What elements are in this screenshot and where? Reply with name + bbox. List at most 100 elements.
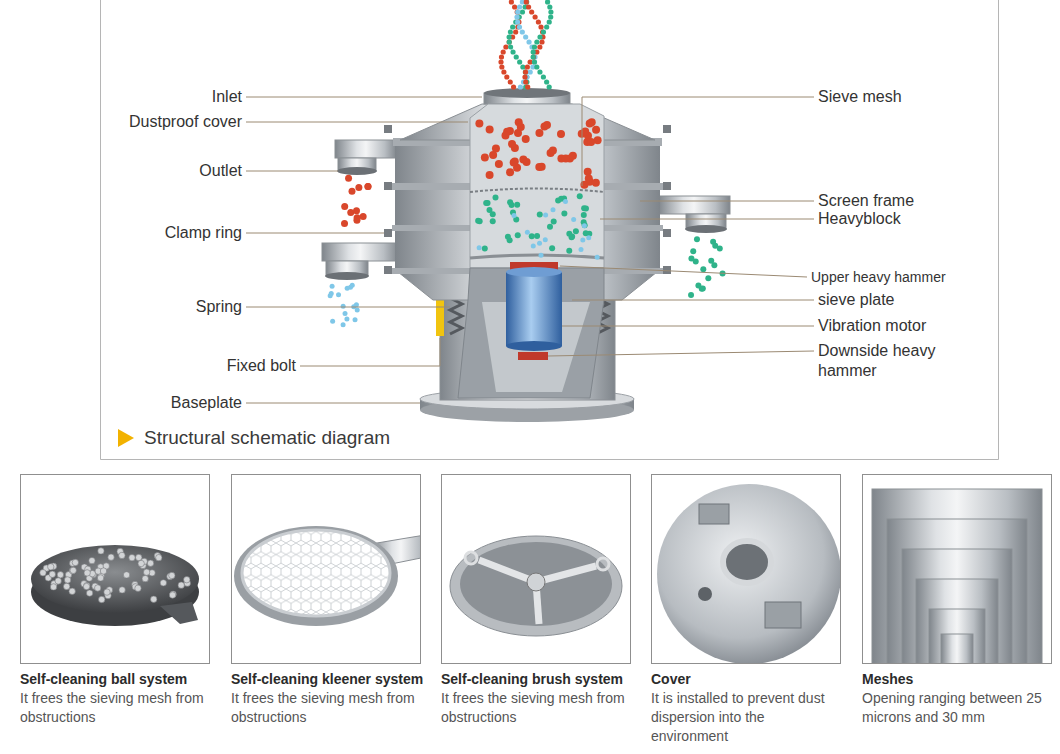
cleaning-ball [57, 572, 63, 578]
cleaning-ball [119, 552, 125, 558]
panel-heading: Meshes [862, 670, 1056, 689]
particle [532, 44, 537, 49]
particle [586, 119, 594, 127]
feature-panel: CoverIt is installed to prevent dust dis… [651, 474, 845, 746]
particle [511, 84, 516, 89]
particle [493, 194, 499, 200]
particle [355, 307, 360, 312]
cleaning-ball [178, 582, 184, 588]
particle [535, 163, 543, 171]
particle [354, 214, 361, 221]
particle [705, 275, 711, 281]
particle [544, 24, 549, 29]
cleaning-ball [69, 588, 75, 594]
part-label: Dustproof cover [129, 112, 242, 132]
cleaning-ball [50, 584, 56, 590]
particle [514, 14, 519, 19]
particle [545, 0, 550, 5]
particle [505, 234, 511, 240]
particle [349, 188, 356, 195]
particle [477, 218, 483, 224]
particle [510, 158, 518, 166]
leader-line [246, 307, 450, 308]
particle [535, 129, 543, 137]
photo-frame [441, 474, 631, 664]
particle [534, 233, 540, 239]
particle [561, 211, 567, 217]
cleaning-ball [119, 587, 125, 593]
cleaning-ball [143, 569, 149, 575]
particle [541, 74, 546, 79]
particle [503, 44, 508, 49]
particle [482, 245, 488, 251]
particle [511, 213, 516, 218]
particle [548, 14, 553, 19]
particle [475, 119, 483, 127]
particle [330, 284, 335, 289]
particle [717, 245, 723, 251]
cleaning-ball [156, 554, 162, 560]
panel-heading: Self-cleaning kleener system [231, 670, 425, 689]
cleaning-ball [123, 572, 129, 578]
feature-panel: Self-cleaning ball systemIt frees the si… [20, 474, 214, 727]
panel-description: It frees the sieving mesh from obstructi… [231, 689, 425, 727]
particle [592, 179, 600, 187]
photo-frame [651, 474, 841, 664]
cleaning-ball [72, 559, 78, 565]
part-label: Screen frame [818, 191, 914, 211]
particle [583, 206, 589, 212]
panel-description: It frees the sieving mesh from obstructi… [20, 689, 214, 727]
particle [710, 239, 716, 245]
particle [529, 233, 535, 239]
particle [499, 54, 504, 59]
particle [517, 123, 525, 131]
particle [693, 259, 699, 265]
particle [531, 54, 536, 59]
particle [486, 207, 492, 213]
particle [350, 283, 355, 288]
cleaning-ball [97, 575, 103, 581]
particle [501, 49, 506, 54]
particle [582, 223, 587, 228]
particle [355, 184, 362, 191]
diagram-caption: Structural schematic diagram [144, 426, 390, 450]
cleaning-ball [108, 554, 114, 560]
particle [573, 228, 579, 234]
particle [547, 224, 553, 230]
cleaning-ball [138, 560, 144, 566]
cleaning-ball [83, 583, 89, 589]
particle [341, 322, 346, 327]
particle [532, 59, 537, 64]
particle [523, 79, 528, 84]
panel-description: It frees the sieving mesh from obstructi… [441, 689, 635, 727]
particle [579, 247, 584, 252]
particle [531, 49, 536, 54]
particle [557, 130, 565, 138]
panel-description: Opening ranging between 25 microns and 3… [862, 689, 1056, 727]
particle [341, 304, 346, 309]
particle [543, 237, 548, 242]
particle [499, 64, 504, 69]
particle [481, 153, 489, 161]
part-label: Downside heavy hammer [818, 341, 958, 381]
particle [486, 125, 494, 133]
particle [522, 74, 527, 79]
part-label: Fixed bolt [227, 356, 296, 376]
particle [341, 220, 348, 227]
particle [547, 19, 552, 24]
particle [506, 168, 514, 176]
particle [364, 183, 371, 190]
leader-line [246, 171, 338, 172]
cleaning-ball [98, 548, 104, 554]
cleaning-ball [160, 580, 166, 586]
cleaning-ball [100, 568, 106, 574]
particle [531, 54, 536, 59]
particle [543, 121, 551, 129]
cleaning-ball [64, 577, 70, 583]
particle [514, 54, 519, 59]
particle [517, 4, 522, 9]
cleaning-ball [147, 560, 153, 566]
particle [690, 248, 696, 254]
brush-system-photo [450, 536, 622, 636]
particle [477, 245, 482, 250]
